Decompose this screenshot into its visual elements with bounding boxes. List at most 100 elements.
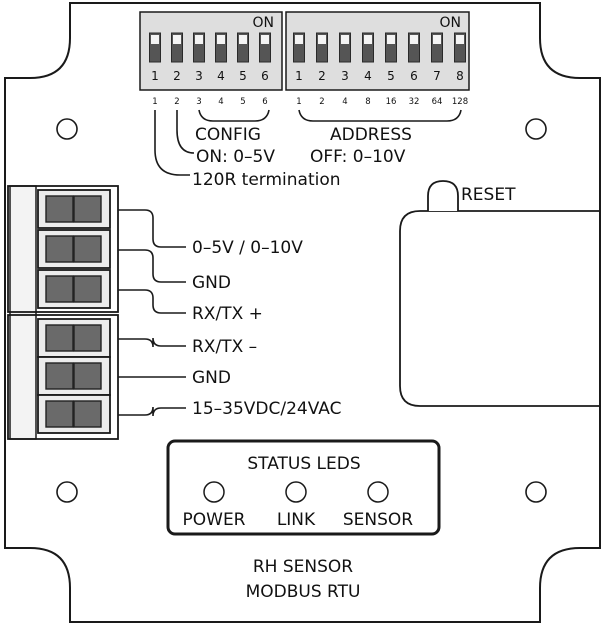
terminal-screw-5: [45, 362, 74, 390]
led-link: [285, 481, 307, 503]
address-dip-weight-3: 4: [342, 97, 347, 107]
product-name-line1: RH SENSOR: [253, 557, 353, 577]
address-dip-knob-3: [341, 35, 349, 44]
address-dip-weight-8: 128: [452, 97, 468, 107]
terminal-leader-6: [118, 406, 186, 417]
address-dip-knob-2: [318, 35, 326, 44]
address-dip-slider-4[interactable]: [362, 32, 374, 63]
config-dip-number-2: 2: [173, 69, 181, 83]
mounting-hole-top-left: [56, 118, 78, 140]
mounting-hole-top-right: [525, 118, 547, 140]
address-dip-slider-7[interactable]: [431, 32, 443, 63]
mounting-hole-bottom-right: [525, 481, 547, 503]
reset-label: RESET: [461, 185, 516, 205]
address-dip-knob-8: [456, 35, 464, 44]
led-sensor: [367, 481, 389, 503]
address-dip-knob-6: [410, 35, 418, 44]
address-dip-number-6: 6: [410, 69, 418, 83]
terminal-clamp-1: [73, 195, 102, 223]
config-dip-weight-6: 6: [262, 97, 267, 107]
address-dip-weight-7: 64: [432, 97, 443, 107]
terminal-label-5: GND: [192, 368, 231, 388]
address-dip-slider-6[interactable]: [408, 32, 420, 63]
terminal-leader-1: [118, 209, 186, 248]
config-label: CONFIG: [195, 125, 261, 145]
address-dip-weight-2: 2: [319, 97, 324, 107]
address-dip-number-1: 1: [295, 69, 303, 83]
address-dip-number-3: 3: [341, 69, 349, 83]
terminal-leader-3: [118, 289, 186, 314]
config-dip-slider-2[interactable]: [171, 32, 183, 63]
address-dip-knob-7: [433, 35, 441, 44]
mounting-hole-bottom-left: [56, 481, 78, 503]
config-dip-number-4: 4: [217, 69, 225, 83]
config-dip-knob-2: [173, 35, 181, 44]
terminal-leader-4: [118, 337, 186, 348]
status-leds-title: STATUS LEDS: [247, 454, 360, 474]
address-dip-slider-8[interactable]: [454, 32, 466, 63]
led-label-link: LINK: [277, 510, 316, 530]
config-dip-knob-3: [195, 35, 203, 44]
address-dip-slider-2[interactable]: [316, 32, 328, 63]
address-dip-knob-1: [295, 35, 303, 44]
address-label: ADDRESS: [330, 125, 412, 145]
config-dip-slider-5[interactable]: [237, 32, 249, 63]
config-bracket: [198, 109, 270, 122]
config-dip-knob-1: [151, 35, 159, 44]
terminal-clamp-4: [73, 324, 102, 352]
config-dip-weight-1: 1: [152, 97, 157, 107]
config-dip-slider-4[interactable]: [215, 32, 227, 63]
address-dip-slider-3[interactable]: [339, 32, 351, 63]
config-dip-number-6: 6: [261, 69, 269, 83]
terminal-label-6: 15–35VDC/24VAC: [192, 399, 341, 419]
status-led-group: POWER LINK SENSOR: [183, 481, 413, 530]
config-dip-slider-1[interactable]: [149, 32, 161, 63]
address-dip-weight-5: 16: [386, 97, 397, 107]
reset-button[interactable]: [427, 180, 459, 211]
config-dip-knob-6: [261, 35, 269, 44]
config-dip-weight-4: 4: [218, 97, 223, 107]
terminal-label-1: 0–5V / 0–10V: [192, 238, 303, 258]
config-on-label: ON: 0–5V: [196, 147, 275, 167]
enclosure-outline: [4, 2, 601, 623]
led-label-sensor: SENSOR: [343, 510, 413, 530]
address-dip-number-5: 5: [387, 69, 395, 83]
terminal-screw-1: [45, 195, 74, 223]
address-off-label: OFF: 0–10V: [310, 147, 406, 167]
address-dip-weight-1: 1: [296, 97, 301, 107]
config-dip-knob-5: [239, 35, 247, 44]
terminal-screw-2: [45, 235, 74, 263]
config-dip-number-3: 3: [195, 69, 203, 83]
config-on-leader: [176, 110, 195, 154]
config-dip-number-5: 5: [239, 69, 247, 83]
terminal-screw-6: [45, 400, 74, 428]
terminal-screw-4: [45, 324, 74, 352]
terminal-screw-3: [45, 275, 74, 303]
termination-label: 120R termination: [192, 170, 341, 190]
config-dip-slider-3[interactable]: [193, 32, 205, 63]
terminal-housing-upper: [7, 185, 119, 313]
config-dip-body: [139, 11, 283, 91]
config-dip-weight-3: 3: [196, 97, 201, 107]
led-power: [203, 481, 225, 503]
terminal-label-2: GND: [192, 273, 231, 293]
terminal-clamp-3: [73, 275, 102, 303]
address-dip-knob-4: [364, 35, 372, 44]
address-dip-number-4: 4: [364, 69, 372, 83]
led-label-power: POWER: [183, 510, 246, 530]
address-dip-weight-6: 32: [409, 97, 420, 107]
address-dip-number-2: 2: [318, 69, 326, 83]
config-dip-weight-5: 5: [240, 97, 245, 107]
address-dip-slider-1[interactable]: [293, 32, 305, 63]
address-dip-slider-5[interactable]: [385, 32, 397, 63]
address-dip-weight-4: 8: [365, 97, 370, 107]
sensor-cavity: [399, 210, 600, 407]
config-dip-on-label: ON: [253, 15, 275, 31]
config-dip-slider-6[interactable]: [259, 32, 271, 63]
terminal-leader-2: [118, 249, 186, 283]
terminal-clamp-6: [73, 400, 102, 428]
